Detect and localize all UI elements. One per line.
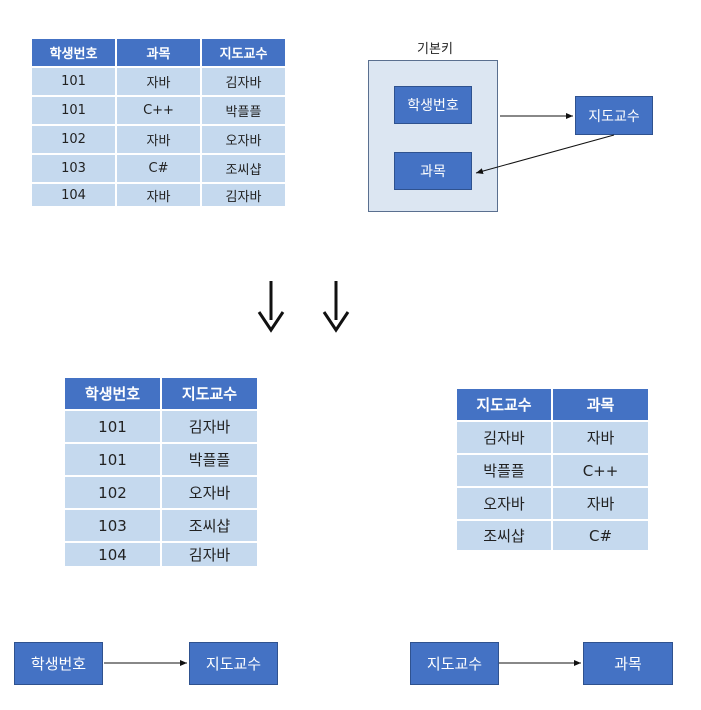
cell: 오자바 xyxy=(200,124,287,155)
cell: 104 xyxy=(63,541,162,568)
cell: 박플플 xyxy=(200,95,287,126)
dependency-arrow xyxy=(475,134,615,175)
cell: 조씨샵 xyxy=(455,519,553,552)
header-student-id: 학생번호 xyxy=(30,37,117,68)
cell: 103 xyxy=(30,153,117,184)
cell: 104 xyxy=(30,182,117,208)
down-arrow-icon xyxy=(257,281,285,333)
header-subject: 과목 xyxy=(551,387,650,422)
cell: 김자바 xyxy=(200,182,287,208)
node-advisor: 지도교수 xyxy=(575,96,653,135)
cell: 자바 xyxy=(551,420,650,455)
table-row: 박플플 C++ xyxy=(455,453,650,488)
table-row: 104 자바 김자바 xyxy=(30,182,287,208)
cell: C++ xyxy=(115,95,202,126)
node-advisor: 지도교수 xyxy=(410,642,499,685)
cell: 101 xyxy=(30,95,117,126)
table-row: 101 C++ 박플플 xyxy=(30,95,287,126)
cell: C++ xyxy=(551,453,650,488)
cell: 조씨샵 xyxy=(160,508,259,543)
cell: 자바 xyxy=(115,124,202,155)
table-row: 오자바 자바 xyxy=(455,486,650,521)
primary-key-caption: 기본키 xyxy=(417,42,453,57)
table-row: 103 C# 조씨샵 xyxy=(30,153,287,184)
decomposed-table-right: 지도교수 과목 김자바 자바 박플플 C++ 오자바 자바 조씨샵 C# xyxy=(455,387,650,552)
table-row: 103 조씨샵 xyxy=(63,508,259,543)
cell: 자바 xyxy=(115,182,202,208)
cell: 박플플 xyxy=(455,453,553,488)
cell: 김자바 xyxy=(455,420,553,455)
table-row: 102 오자바 xyxy=(63,475,259,510)
cell: 102 xyxy=(30,124,117,155)
node-student-id: 학생번호 xyxy=(14,642,103,685)
cell: 오자바 xyxy=(160,475,259,510)
cell: 김자바 xyxy=(160,541,259,568)
cell: 102 xyxy=(63,475,162,510)
table-row: 101 자바 김자바 xyxy=(30,66,287,97)
header-advisor: 지도교수 xyxy=(200,37,287,68)
cell: 자바 xyxy=(115,66,202,97)
table-row: 101 김자바 xyxy=(63,409,259,444)
cell: 오자바 xyxy=(455,486,553,521)
cell: C# xyxy=(115,153,202,184)
cell: 김자바 xyxy=(160,409,259,444)
node-advisor: 지도교수 xyxy=(189,642,278,685)
table-row: 104 김자바 xyxy=(63,541,259,568)
table-row: 조씨샵 C# xyxy=(455,519,650,552)
node-subject: 과목 xyxy=(583,642,673,685)
cell: 김자바 xyxy=(200,66,287,97)
down-arrow-icon xyxy=(322,281,350,333)
cell: 103 xyxy=(63,508,162,543)
cell: C# xyxy=(551,519,650,552)
table-row: 101 박플플 xyxy=(63,442,259,477)
header-advisor: 지도교수 xyxy=(455,387,553,422)
cell: 조씨샵 xyxy=(200,153,287,184)
cell: 101 xyxy=(30,66,117,97)
cell: 101 xyxy=(63,409,162,444)
node-subject: 과목 xyxy=(394,152,472,190)
cell: 101 xyxy=(63,442,162,477)
cell: 자바 xyxy=(551,486,650,521)
decomposed-table-left: 학생번호 지도교수 101 김자바 101 박플플 102 오자바 103 조씨… xyxy=(63,376,259,568)
header-subject: 과목 xyxy=(115,37,202,68)
header-advisor: 지도교수 xyxy=(160,376,259,411)
cell: 박플플 xyxy=(160,442,259,477)
node-student-id: 학생번호 xyxy=(394,86,472,124)
table-row: 102 자바 오자바 xyxy=(30,124,287,155)
original-table: 학생번호 과목 지도교수 101 자바 김자바 101 C++ 박플플 102 … xyxy=(30,37,287,208)
table-row: 김자바 자바 xyxy=(455,420,650,455)
header-student-id: 학생번호 xyxy=(63,376,162,411)
